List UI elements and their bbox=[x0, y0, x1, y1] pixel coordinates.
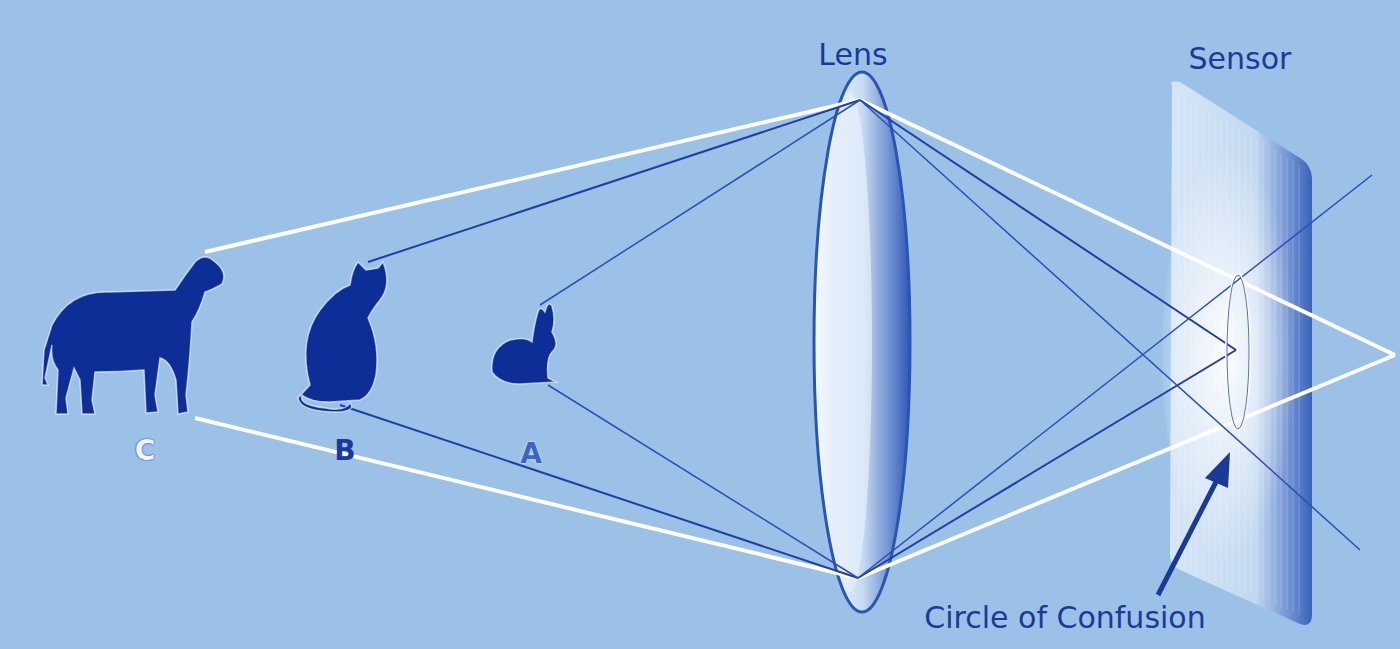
ray-a bbox=[540, 100, 1372, 578]
object-label: C bbox=[135, 437, 156, 465]
ray-c bbox=[195, 100, 1395, 578]
dog-silhouette bbox=[42, 257, 224, 414]
rabbit-silhouette bbox=[492, 304, 556, 384]
lens-label: Lens bbox=[818, 40, 887, 70]
circle-of-confusion-label: Circle of Confusion bbox=[924, 603, 1205, 633]
sensor-glow bbox=[1162, 145, 1302, 565]
sensor-label: Sensor bbox=[1189, 44, 1292, 74]
circle-of-confusion bbox=[1226, 274, 1250, 430]
pointer-arrowhead bbox=[1205, 452, 1230, 488]
circle-of-confusion-edge bbox=[1227, 275, 1249, 429]
pointer-arrow bbox=[1158, 478, 1218, 595]
object-label: B bbox=[334, 437, 355, 465]
lens-shape bbox=[814, 72, 910, 612]
object-label: A bbox=[520, 440, 542, 468]
ray-b bbox=[340, 100, 1236, 578]
lens-highlight bbox=[828, 92, 872, 592]
cat-silhouette bbox=[298, 262, 387, 412]
